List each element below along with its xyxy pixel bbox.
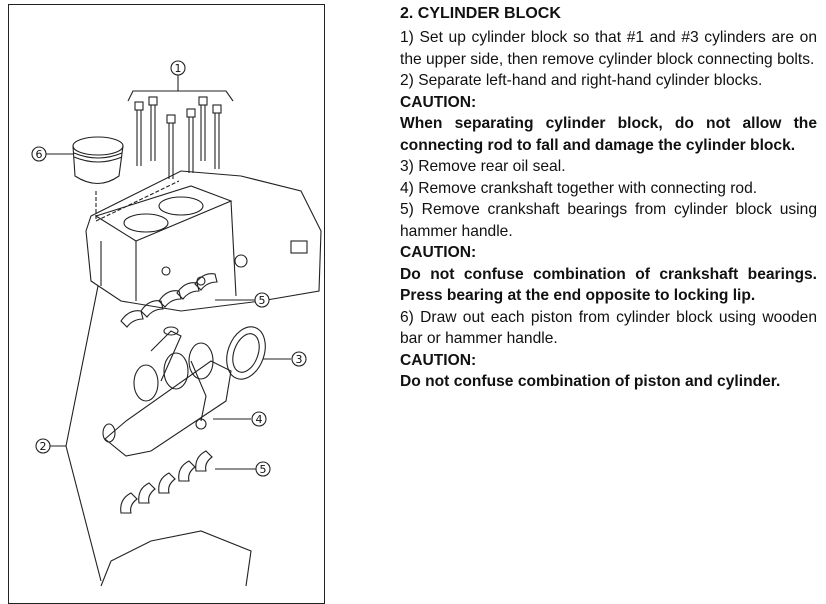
step-4: 4) Remove crankshaft together with conne…	[400, 179, 758, 197]
callout-1: 1	[170, 60, 186, 76]
step-6: 6) Draw out each piston from cylinder bl…	[400, 308, 817, 348]
upper-bearings	[120, 273, 218, 328]
svg-text:6: 6	[36, 148, 43, 161]
piston	[72, 136, 180, 222]
instructions: 2. CYLINDER BLOCK 1) Set up cylinder blo…	[400, 4, 817, 393]
step-2: 2) Separate left-hand and right-hand cyl…	[400, 72, 763, 89]
svg-text:3: 3	[296, 353, 303, 366]
svg-text:2: 2	[40, 440, 47, 453]
callout-4: 4	[251, 411, 267, 427]
cylinder-block-illustration: 1 2 3 4 5 5 6	[31, 60, 322, 587]
callout-5-lower: 5	[255, 461, 271, 477]
caution-heading: CAUTION:	[400, 351, 477, 369]
oil-seal	[226, 326, 266, 380]
caution-text: Do not confuse combination of piston and…	[400, 373, 781, 390]
crankshaft	[102, 326, 232, 457]
lower-bearings	[120, 450, 213, 514]
svg-text:1: 1	[175, 62, 182, 75]
exploded-diagram: 1 2 3 4 5 5 6	[8, 4, 325, 604]
callout-6: 6	[31, 146, 47, 162]
svg-text:4: 4	[256, 413, 263, 426]
caution-heading: CAUTION:	[400, 93, 477, 111]
step-5: 5) Remove crankshaft bearings from cylin…	[400, 201, 817, 240]
callout-2: 2	[35, 438, 51, 454]
callout-5-upper: 5	[254, 292, 270, 308]
section-title: 2. CYLINDER BLOCK	[400, 5, 561, 22]
step-1: 1) Set up cylinder block so that #1 and …	[400, 29, 817, 68]
caution-heading: CAUTION:	[400, 244, 477, 261]
svg-text:5: 5	[259, 294, 266, 307]
lower-cylinder-block	[100, 530, 252, 587]
callout-3: 3	[291, 351, 307, 367]
caution-text: When separating cylinder block, do not a…	[400, 115, 817, 154]
caution-text: Do not confuse combination of crankshaft…	[400, 265, 817, 305]
bolts	[134, 96, 222, 179]
step-3: 3) Remove rear oil seal.	[400, 158, 566, 175]
cylinder-block	[85, 170, 322, 312]
svg-text:5: 5	[260, 463, 267, 476]
bolts-bracket	[127, 90, 234, 102]
